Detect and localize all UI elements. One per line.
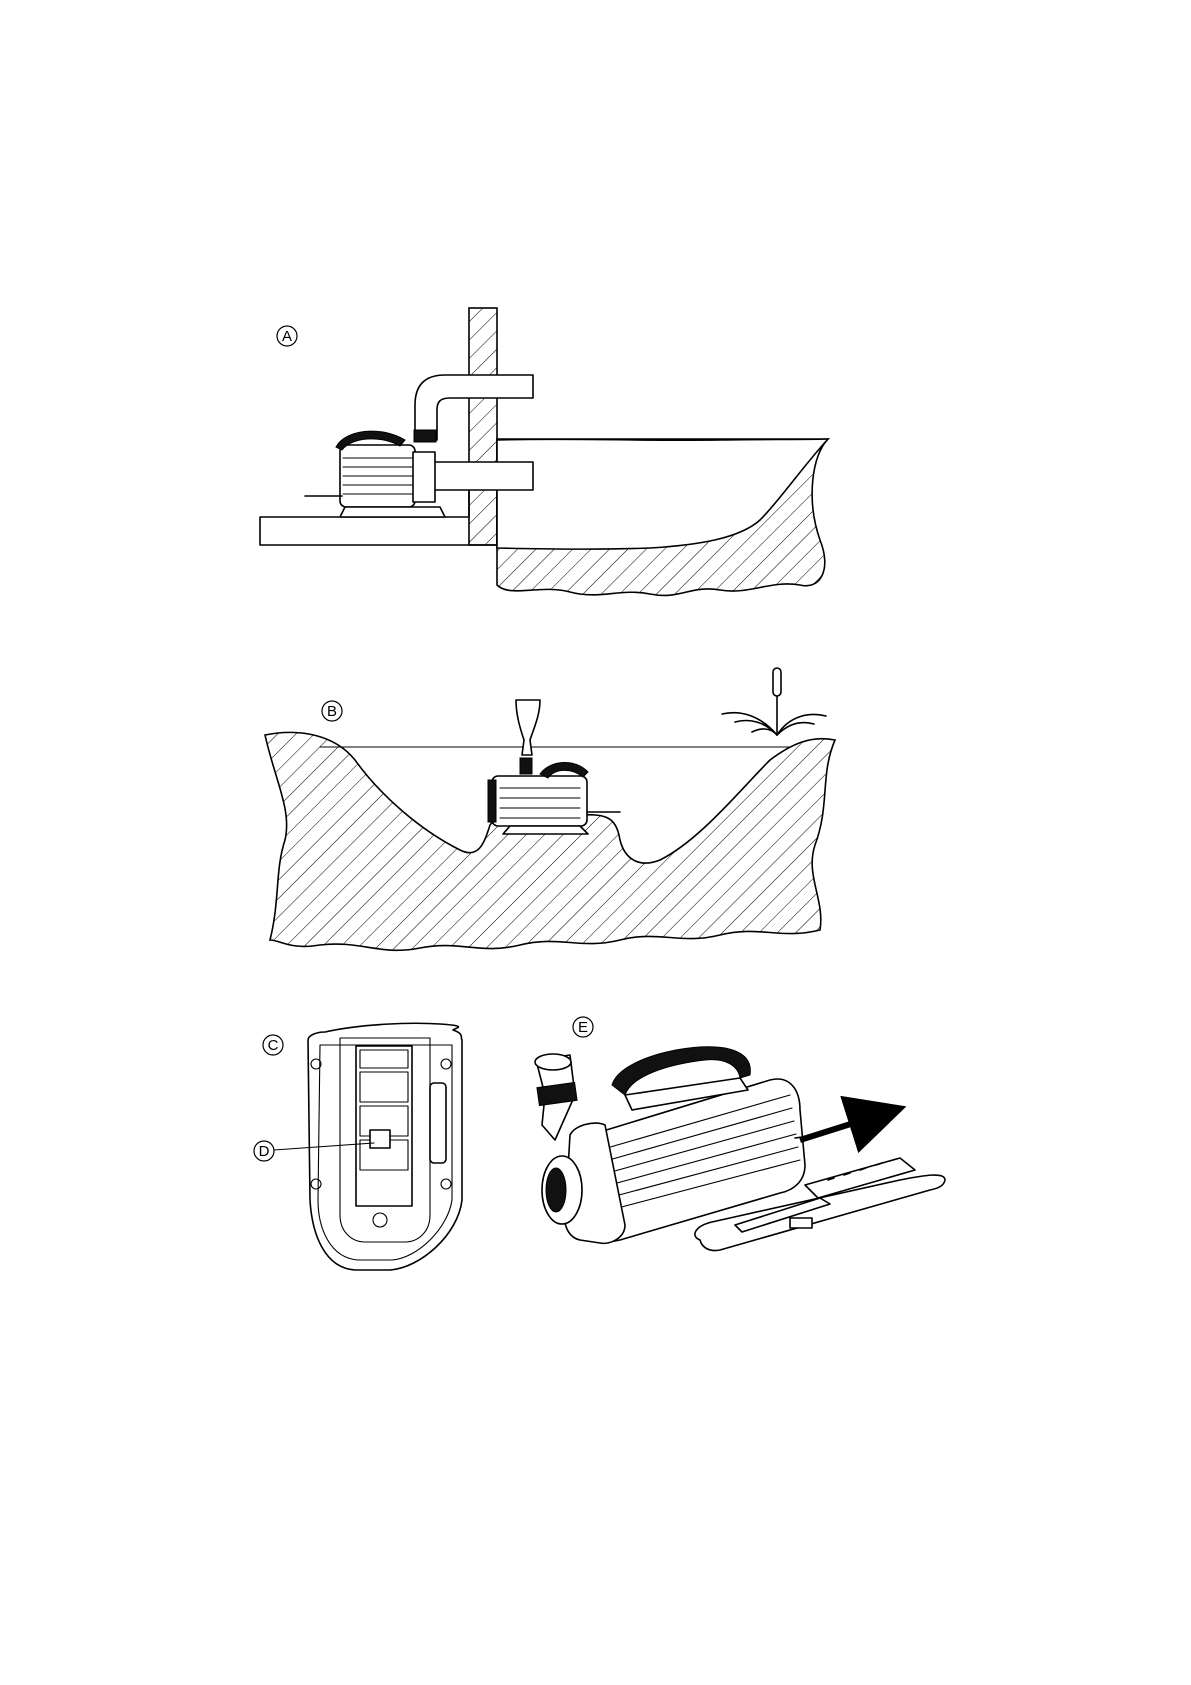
release-catch <box>370 1130 390 1148</box>
pump-front-a <box>413 452 435 502</box>
label-c: C <box>268 1037 279 1054</box>
label-d: D <box>259 1143 270 1160</box>
figure-e: E <box>535 1017 945 1251</box>
plate-clip <box>790 1218 812 1228</box>
side-slot <box>430 1083 446 1163</box>
inlet-pipe <box>433 462 533 490</box>
clip-slot <box>356 1046 412 1206</box>
figure-c: C D <box>254 1023 462 1270</box>
figure-a: A <box>260 308 828 595</box>
nozzle-connector <box>520 758 532 774</box>
connector-a <box>414 430 436 442</box>
reed-plant <box>722 668 826 735</box>
slide-direction-arrow <box>800 1110 895 1140</box>
wall <box>469 308 497 545</box>
pump-front-b <box>488 780 496 822</box>
spigot-top <box>535 1054 571 1070</box>
pump-base-b <box>503 826 588 834</box>
label-b: B <box>327 703 337 720</box>
label-a: A <box>282 328 292 345</box>
figure-b: B <box>265 668 835 950</box>
label-e: E <box>578 1019 588 1036</box>
inlet-bore <box>546 1168 566 1212</box>
pump-base-a <box>340 507 445 517</box>
